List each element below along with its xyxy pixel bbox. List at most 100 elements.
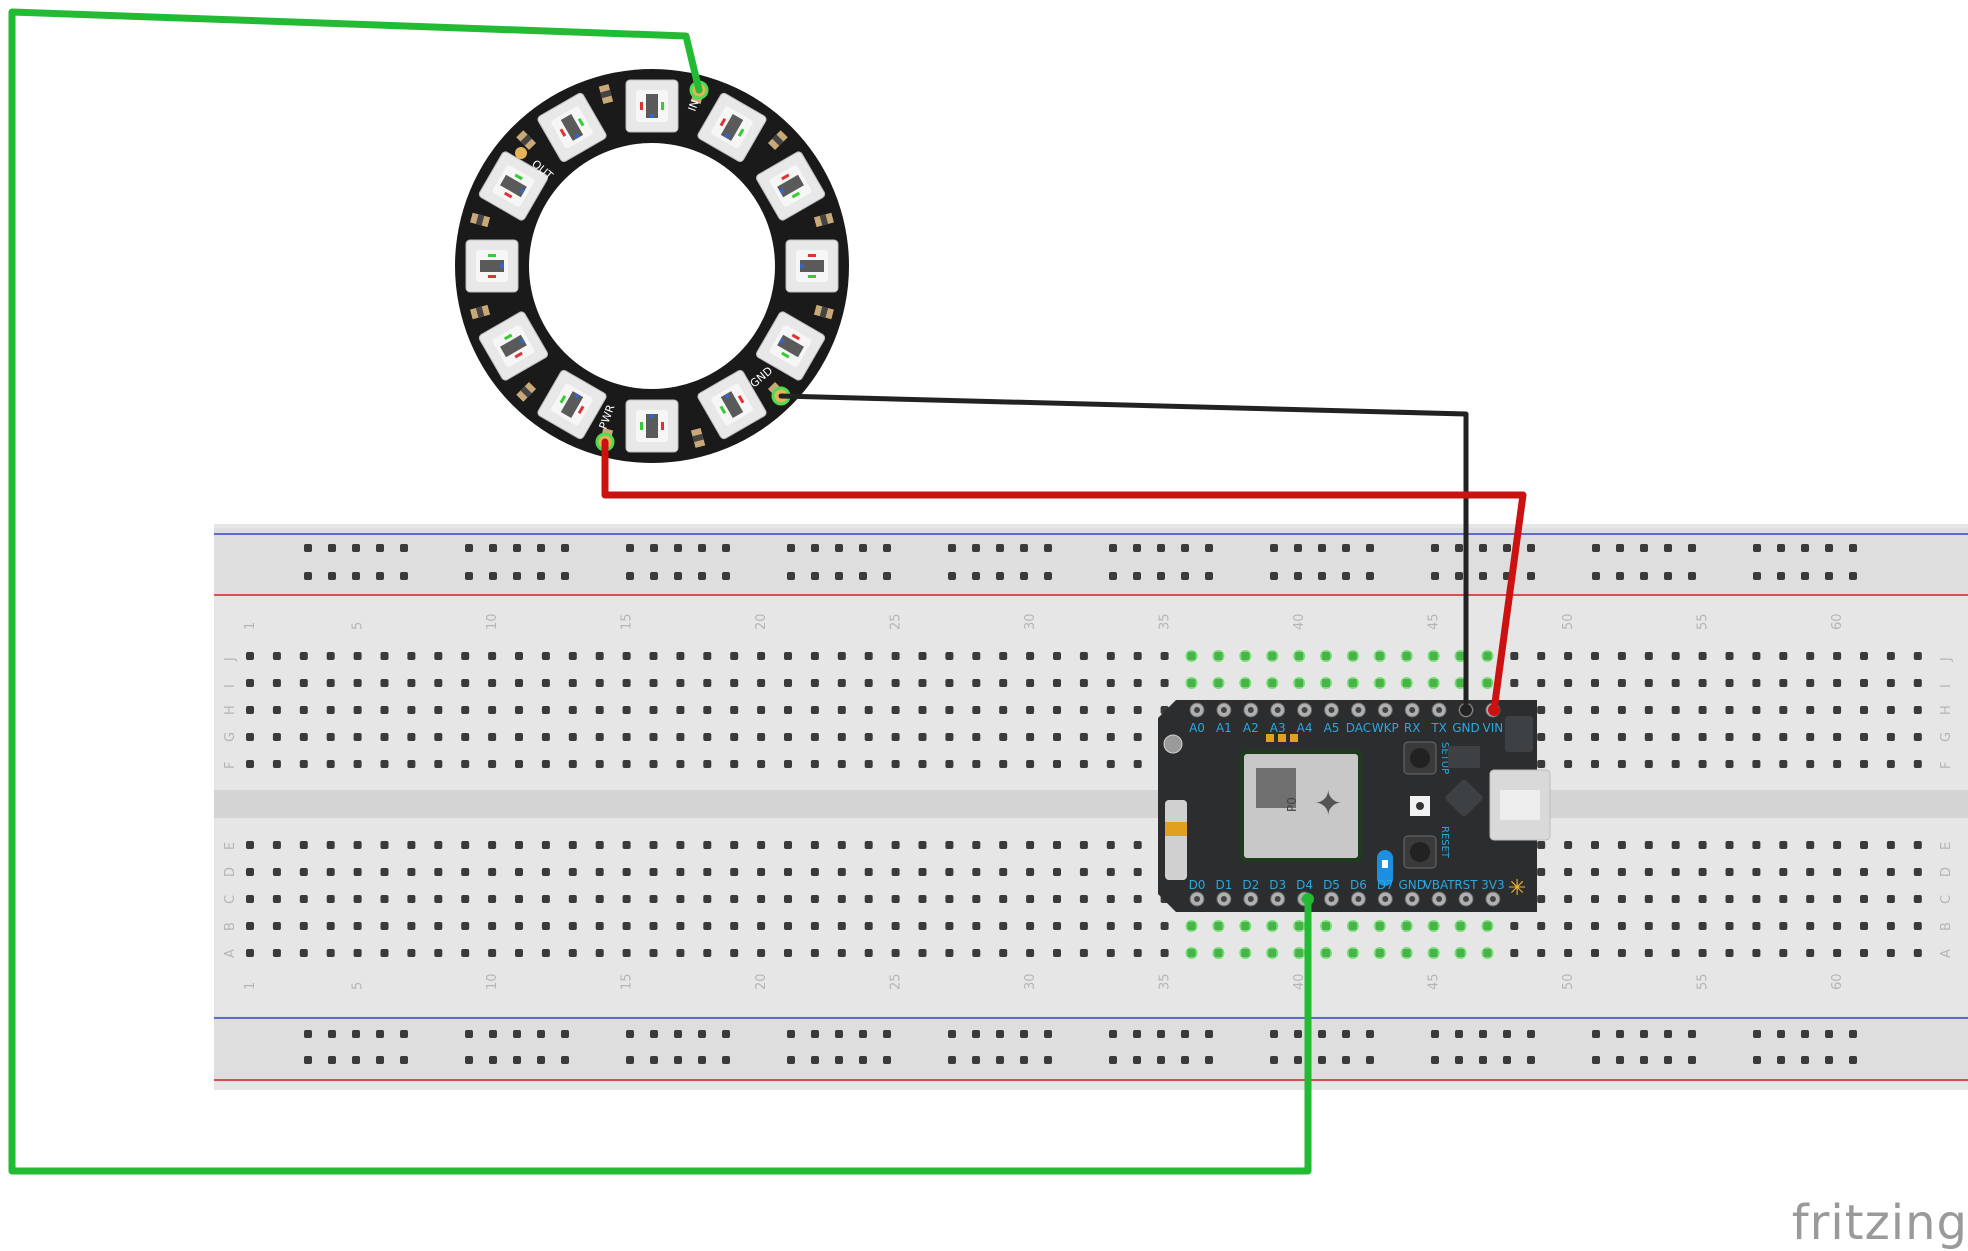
breadboard-hole	[541, 679, 550, 687]
breadboard-hole	[810, 652, 819, 660]
breadboard-hole	[784, 652, 792, 660]
rail-hole	[1616, 1030, 1624, 1038]
breadboard-hole	[246, 868, 254, 876]
rail-hole	[1527, 544, 1535, 552]
row-letter-label: I	[1939, 684, 1954, 688]
breadboard-hole	[945, 679, 954, 687]
breadboard-hole	[757, 760, 766, 768]
breadboard-hole	[299, 922, 308, 930]
breadboard-hole	[272, 760, 281, 768]
breadboard-hole	[1833, 706, 1842, 714]
breadboard-hole	[1913, 868, 1922, 876]
breadboard-hole	[1617, 760, 1626, 768]
breadboard-hole	[1806, 679, 1815, 687]
rail-hole	[1294, 1056, 1302, 1064]
breadboard-hole	[1564, 679, 1573, 687]
breadboard-hole	[1671, 868, 1680, 876]
rail-hole	[1294, 544, 1302, 552]
breadboard-hole	[1053, 895, 1061, 903]
breadboard-hole	[515, 733, 523, 741]
column-number-label: 15	[620, 613, 635, 630]
breadboard-hole	[488, 868, 497, 876]
rail-hole	[626, 1030, 634, 1038]
breadboard-hole	[676, 949, 685, 957]
breadboard-hole	[434, 841, 443, 849]
breadboard-hole	[1537, 652, 1546, 660]
breadboard-hole	[676, 652, 685, 660]
breadboard-hole	[299, 652, 308, 660]
breadboard-hole	[1617, 868, 1626, 876]
ring-pixels	[465, 79, 839, 453]
breadboard-hole	[1833, 733, 1842, 741]
ring-power-wire[interactable]	[601, 438, 1527, 714]
breadboard-hole	[541, 760, 550, 768]
rail-hole	[1849, 1056, 1857, 1064]
ring-capacitor-band	[692, 433, 704, 443]
breadboard-hole	[353, 760, 362, 768]
breadboard-hole	[918, 895, 927, 903]
rail-hole	[1205, 1056, 1213, 1064]
breadboard-hole	[1160, 922, 1169, 930]
breadboard-hole	[810, 949, 819, 957]
rail-hole	[537, 1030, 545, 1038]
row-letter-label: B	[1939, 922, 1954, 931]
photon-battery-jack-band	[1165, 822, 1187, 836]
breadboard-hole	[703, 949, 712, 957]
breadboard-hole	[595, 895, 604, 903]
photon-pin-hole	[1220, 896, 1227, 902]
breadboard-hole	[1698, 868, 1707, 876]
breadboard-hole	[1644, 868, 1653, 876]
breadboard-hole	[1079, 706, 1088, 714]
breadboard-hole	[407, 922, 416, 930]
breadboard-hole	[945, 895, 954, 903]
photon-sparkle-icon: ✳	[1508, 876, 1526, 901]
ring-capacitor	[813, 304, 834, 320]
photon-chip	[1445, 779, 1483, 817]
row-letter-label: B	[223, 922, 238, 931]
photon-qr-code	[1256, 768, 1296, 808]
rail-hole	[1044, 1056, 1052, 1064]
breadboard-hole	[272, 922, 281, 930]
breadboard-hole	[380, 679, 389, 687]
connected-hole-highlight	[1239, 650, 1252, 662]
connected-hole-highlight	[1373, 677, 1386, 689]
neopixel-led-red	[661, 422, 664, 430]
rail-hole	[972, 544, 980, 552]
connected-hole-highlight	[1266, 920, 1279, 932]
breadboard-hole	[380, 922, 389, 930]
breadboard-hole	[1886, 895, 1895, 903]
ring-data-wire[interactable]	[8, 8, 1312, 1175]
breadboard-hole	[246, 706, 254, 714]
breadboard-hole	[649, 679, 658, 687]
neopixel-led-blue	[574, 393, 580, 399]
connected-hole-highlight	[1320, 947, 1332, 959]
neopixel-led-red	[503, 191, 513, 199]
breadboard-hole	[380, 895, 389, 903]
rail-hole	[1825, 1030, 1833, 1038]
breadboard-hole	[434, 706, 443, 714]
photon-pin-hole	[1220, 707, 1227, 713]
neopixel-led-green	[781, 351, 790, 359]
breadboard-hole	[1913, 922, 1922, 930]
breadboard-hole	[703, 733, 712, 741]
neopixel-ring[interactable]: IN OUT GND PWR	[455, 69, 849, 463]
column-number-label: 15	[620, 973, 635, 990]
photon-setup-button-cap	[1410, 748, 1430, 768]
ring-ground-wire[interactable]	[778, 393, 1469, 713]
breadboard-hole	[676, 895, 685, 903]
column-number-label: 60	[1830, 613, 1845, 630]
rail-hole	[1157, 544, 1165, 552]
photon-bottom-pin-label: D4	[1296, 878, 1313, 892]
breadboard-hole	[568, 868, 577, 876]
breadboard-hole	[326, 922, 335, 930]
rail-hole	[883, 1056, 891, 1064]
connected-hole-highlight	[1346, 947, 1359, 959]
breadboard-hole	[1053, 679, 1061, 687]
breadboard-hole	[918, 760, 927, 768]
fritzing-logo: fritzing	[1791, 1195, 1968, 1251]
breadboard-hole	[326, 652, 335, 660]
breadboard-hole	[488, 760, 497, 768]
breadboard-hole	[837, 733, 846, 741]
breadboard-hole	[246, 895, 254, 903]
